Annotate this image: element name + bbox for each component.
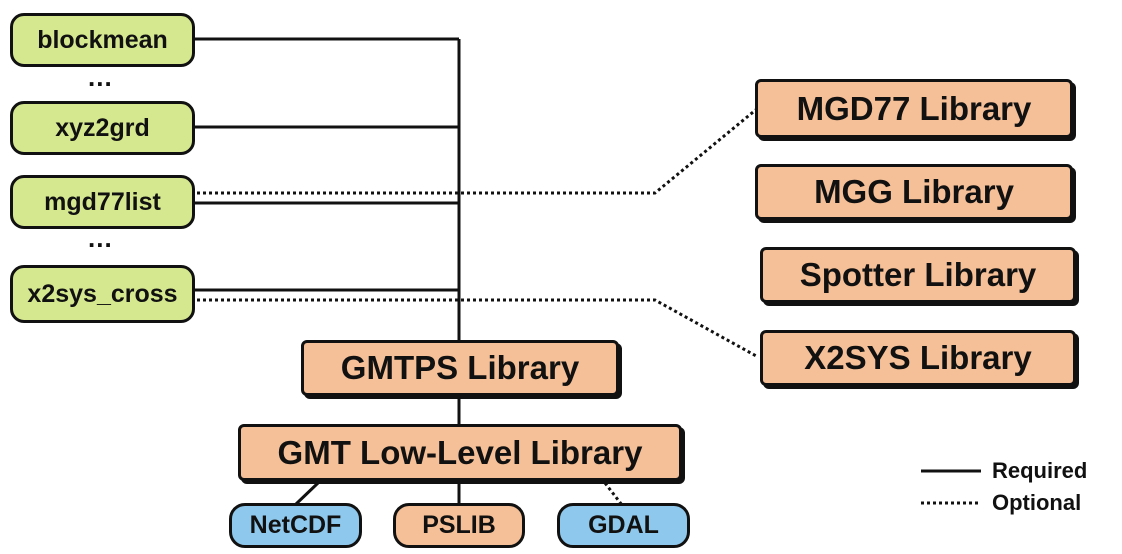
library-gmt-low-level: GMT Low-Level Library xyxy=(238,424,682,481)
library-mgd77: MGD77 Library xyxy=(755,79,1073,138)
program-xyz2grd: xyz2grd xyxy=(10,101,195,155)
ellipsis-1: ... xyxy=(88,62,113,92)
library-x2sys: X2SYS Library xyxy=(760,330,1076,386)
library-mgg: MGG Library xyxy=(755,164,1073,220)
program-x2sys-cross: x2sys_cross xyxy=(10,265,195,323)
dependency-netcdf: NetCDF xyxy=(229,503,362,548)
lowlevel-to-netcdf-link xyxy=(293,481,320,507)
program-mgd77list: mgd77list xyxy=(10,175,195,229)
ellipsis-2: ... xyxy=(88,223,113,253)
mgd77list-to-mgd77-optional xyxy=(197,106,759,195)
legend-required-label: Required xyxy=(992,458,1088,483)
legend-optional-label: Optional xyxy=(992,490,1082,515)
dependency-gdal: GDAL xyxy=(557,503,690,548)
library-gmtps: GMTPS Library xyxy=(301,340,619,396)
lowlevel-to-gdal-optional xyxy=(603,482,624,506)
dependency-pslib: PSLIB xyxy=(393,503,525,548)
x2sys-cross-to-x2sys-optional xyxy=(197,298,759,359)
program-blockmean: blockmean xyxy=(10,13,195,67)
library-spotter: Spotter Library xyxy=(760,247,1076,303)
